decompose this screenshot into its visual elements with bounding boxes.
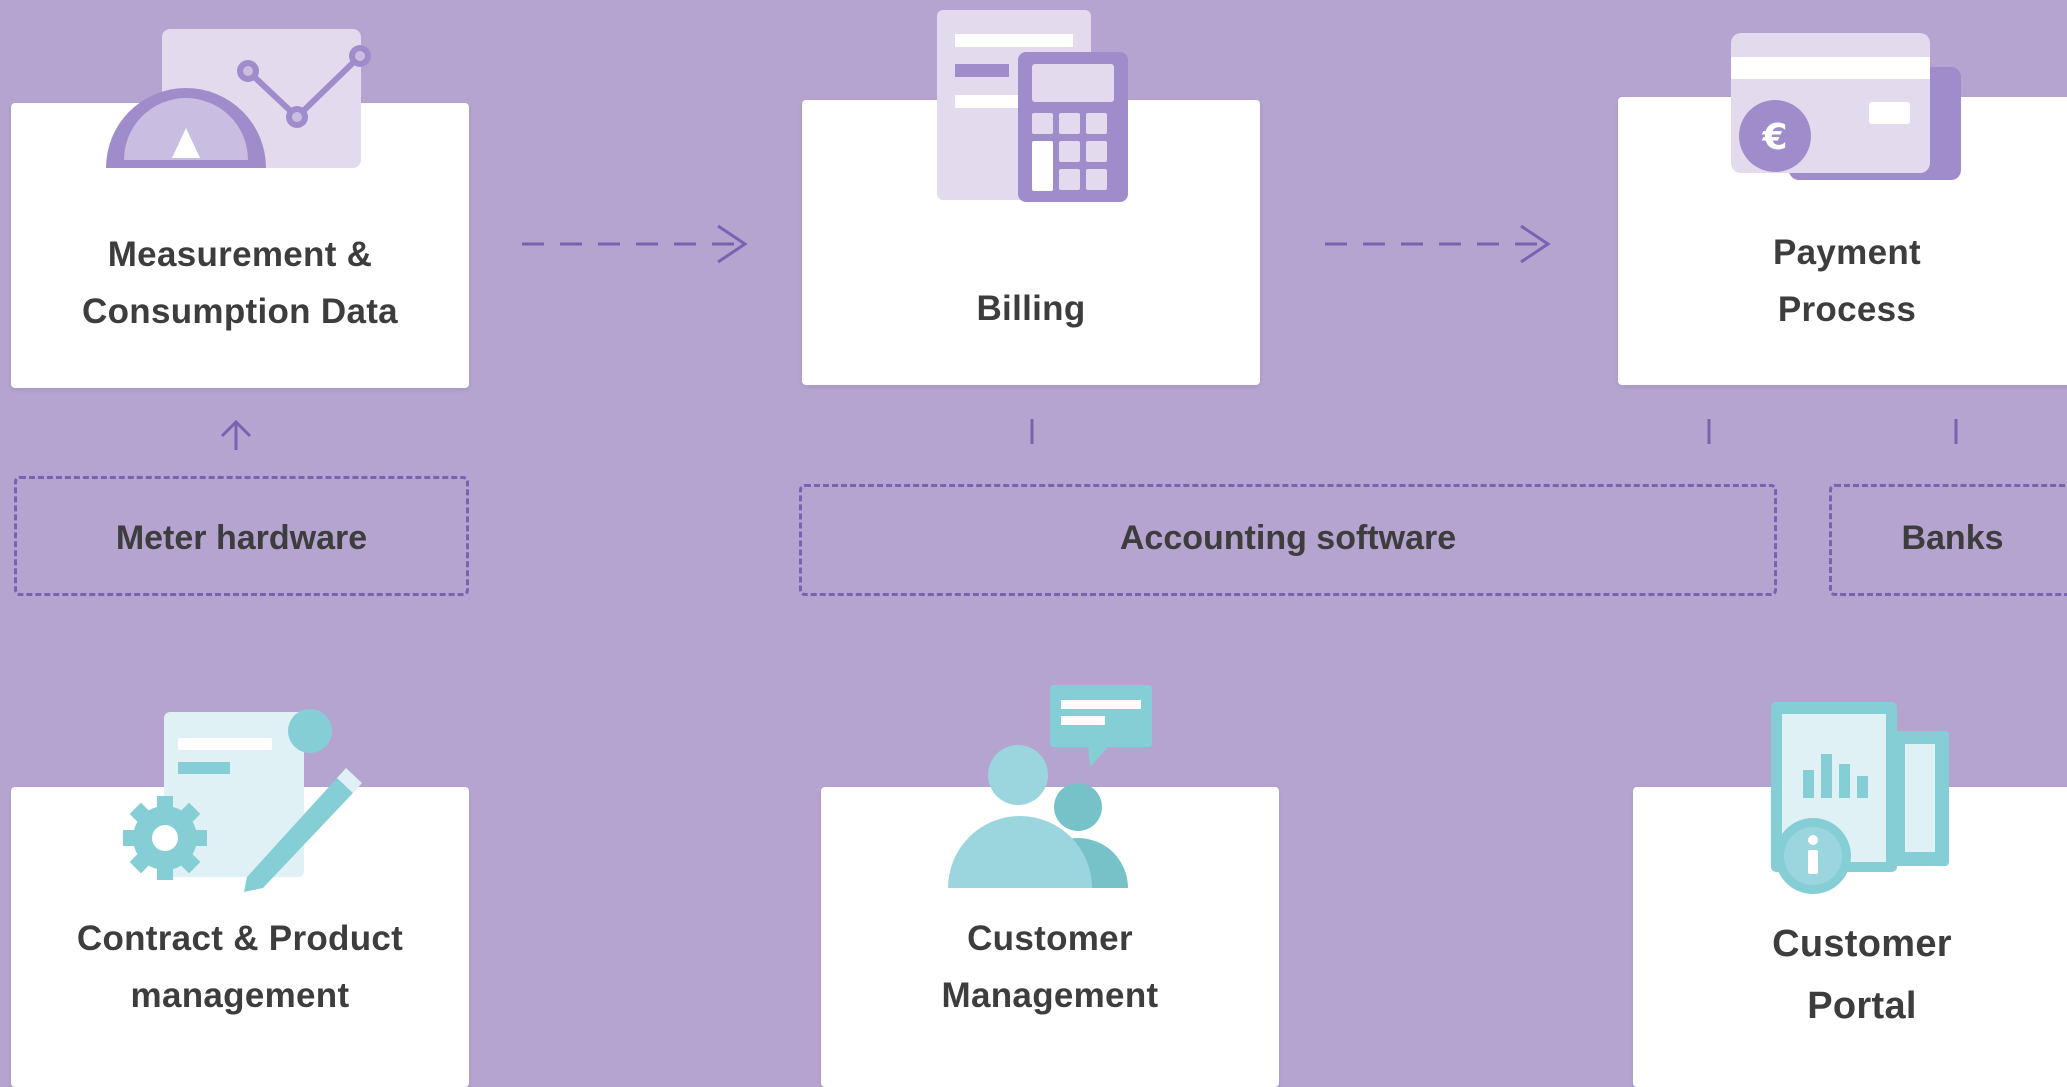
accounting-software-box[interactable] <box>799 484 1777 596</box>
banks-label: Banks <box>1901 519 2004 557</box>
accounting-software-label: Accounting software <box>1119 519 1457 557</box>
banks-box[interactable] <box>1829 484 2067 596</box>
meter-hardware-label: Meter hardware <box>115 519 368 557</box>
contract-label-line1: Contract & Product <box>76 919 404 958</box>
billing-label: Billing <box>802 280 1260 337</box>
measurement-label-line2: Consumption Data <box>82 292 398 331</box>
svg-text:€: € <box>1761 117 1787 158</box>
customer-label-line1: Customer <box>967 919 1133 958</box>
contract-label: Contract & Product management <box>11 910 469 1024</box>
customer-label: Customer Management <box>821 910 1279 1024</box>
portal-label-line1: Customer <box>1772 923 1952 965</box>
arrowhead-payment <box>1520 224 1551 264</box>
portal-label-line2: Portal <box>1807 985 1917 1027</box>
meter-hardware-box[interactable] <box>14 476 469 596</box>
billing-label-line1: Billing <box>976 289 1086 328</box>
arrowhead-measurement <box>220 419 252 438</box>
portal-label: Customer Portal <box>1633 913 2067 1037</box>
measurement-label-line1: Measurement & <box>107 235 373 274</box>
contract-label-line2: management <box>130 976 350 1015</box>
measurement-label: Measurement & Consumption Data <box>11 226 469 340</box>
customer-label-line2: Management <box>941 976 1159 1015</box>
payment-label-line2: Process <box>1777 290 1917 329</box>
arrowhead-billing <box>717 224 748 264</box>
payment-label: Payment Process <box>1618 224 2067 338</box>
payment-label-line1: Payment <box>1773 233 1921 272</box>
